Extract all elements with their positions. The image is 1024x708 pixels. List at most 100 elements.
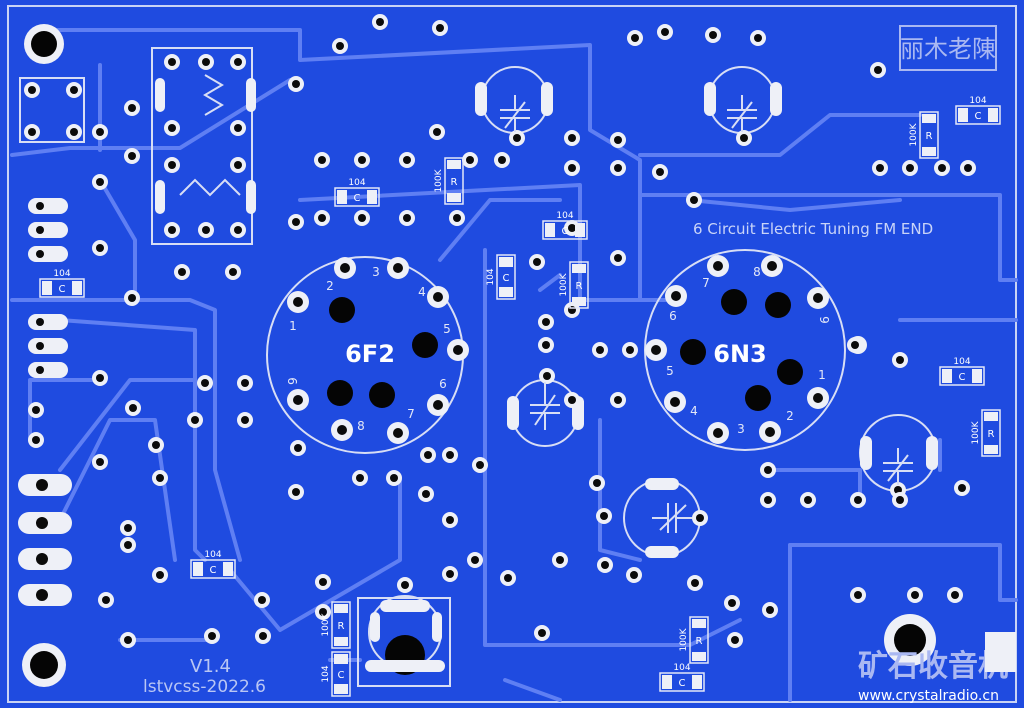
pin-label-4: 4 — [418, 285, 426, 299]
pad-drill — [874, 66, 882, 74]
pad-drill — [614, 254, 622, 262]
pad-drill — [556, 556, 564, 564]
pad-drill — [542, 318, 550, 326]
capacitor-mark: C — [59, 284, 66, 295]
pad-drill — [600, 512, 608, 520]
capacitor-value: 104 — [348, 178, 365, 188]
pad-drill — [229, 268, 237, 276]
board-title: 6 Circuit Electric Tuning FM END — [693, 220, 933, 238]
pin-label-4: 4 — [690, 404, 698, 418]
tube-6f2-socket: 1 2 3 4 5 6 7 8 9 6F2 — [266, 256, 469, 454]
tube-6f2-mount-holes — [327, 297, 438, 408]
pad-drill — [234, 161, 242, 169]
pad-drill — [656, 168, 664, 176]
pad-drill — [358, 214, 366, 222]
capacitor-value: 104 — [969, 96, 986, 106]
pin-label-6: 6 — [669, 309, 677, 323]
pad-drill — [731, 636, 739, 644]
site-url-watermark: www.crystalradio.cn — [858, 688, 999, 704]
trimmer-4 — [623, 478, 708, 558]
pad-drill — [191, 416, 199, 424]
pad-drill — [129, 404, 137, 412]
resistor-mark: R — [451, 177, 458, 188]
pad-drill — [446, 516, 454, 524]
smd-capacitor: C 104 — [321, 651, 351, 697]
smd-capacitor: C 104 — [39, 269, 85, 298]
pin-label-3: 3 — [737, 422, 745, 436]
pin-label-1: 1 — [289, 319, 297, 333]
pad-drill — [938, 164, 946, 172]
pad-drill — [390, 474, 398, 482]
pad-drill — [614, 164, 622, 172]
potentiometer-footprint — [357, 577, 451, 687]
through-hole-pads — [28, 14, 976, 648]
pad-drill — [32, 436, 40, 444]
capacitor-value: 104 — [53, 269, 70, 279]
pad-drill — [568, 164, 576, 172]
pad-drill — [241, 379, 249, 387]
pad-drill — [854, 591, 862, 599]
relay-module — [151, 47, 256, 245]
pad-drill — [234, 58, 242, 66]
capacitor-mark: C — [210, 565, 217, 576]
pad-drill — [896, 496, 904, 504]
capacitor-value: 104 — [321, 665, 331, 682]
resistor-mark: R — [926, 131, 933, 142]
tube-6f2-pins — [287, 257, 469, 444]
pad-drill — [403, 156, 411, 164]
pad-drill — [168, 226, 176, 234]
capacitor-mark: C — [975, 111, 982, 122]
pad-drill — [964, 164, 972, 172]
trimmer-1 — [475, 66, 553, 146]
pad-drill — [294, 444, 302, 452]
pad-drill — [596, 346, 604, 354]
capacitor-mark: C — [338, 670, 345, 681]
trimmer-2 — [704, 66, 782, 146]
pad-drill — [476, 461, 484, 469]
pad-drill — [358, 156, 366, 164]
capacitor-value: 104 — [486, 268, 496, 285]
version-label: V1.4 — [190, 656, 231, 677]
pad-drill — [128, 152, 136, 160]
pin-label-2: 2 — [326, 279, 334, 293]
pad-drill — [292, 488, 300, 496]
resistor-mark: R — [696, 636, 703, 647]
pad-drill — [804, 496, 812, 504]
resistor-value: 100K — [434, 168, 444, 192]
pad-drill — [336, 42, 344, 50]
smd-resistor: R 100K — [434, 157, 464, 205]
pad-drill — [766, 606, 774, 614]
pad-drill — [356, 474, 364, 482]
pad-drill — [319, 608, 327, 616]
pad-drill — [403, 214, 411, 222]
capacitor-value: 104 — [673, 663, 690, 673]
corner-pad — [985, 632, 1016, 672]
pad-drill — [128, 104, 136, 112]
pad-drill — [168, 58, 176, 66]
trimmer-footprints — [475, 66, 938, 558]
pad-drill — [96, 458, 104, 466]
pad-drill — [208, 632, 216, 640]
pad-drill — [376, 18, 384, 26]
pad-drill — [258, 596, 266, 604]
logo-stamp: 丽木老陳 — [899, 25, 997, 71]
pad-drill — [156, 474, 164, 482]
resistor-value: 100K — [971, 420, 981, 444]
pad-drill — [626, 346, 634, 354]
pad-drill — [538, 629, 546, 637]
pad-drill — [202, 58, 210, 66]
pad-drill — [422, 490, 430, 498]
pad-drill — [292, 218, 300, 226]
pin-label-5: 5 — [666, 364, 674, 378]
pad-drill — [754, 34, 762, 42]
pad-drill — [96, 244, 104, 252]
pad-drill — [96, 128, 104, 136]
pad-drill — [764, 466, 772, 474]
pad-drill — [234, 226, 242, 234]
pad-drill — [124, 541, 132, 549]
pad-drill — [728, 599, 736, 607]
